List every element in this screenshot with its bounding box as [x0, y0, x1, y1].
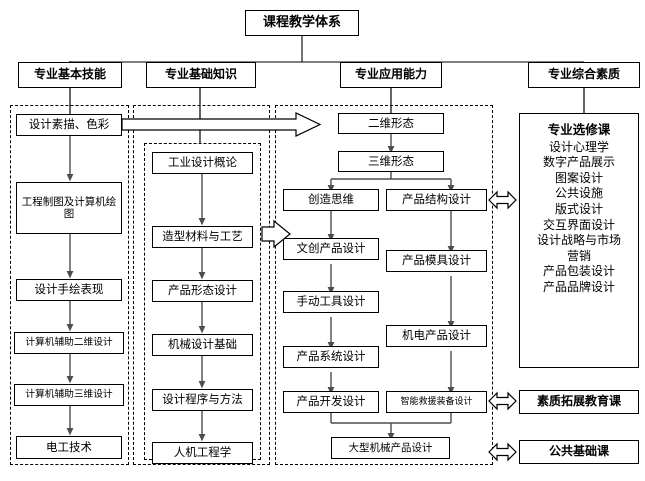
- node-ergonomics[interactable]: 人机工程学: [152, 442, 253, 464]
- elective-item: 版式设计: [554, 202, 603, 216]
- elective-item: 产品品牌设计: [542, 279, 615, 294]
- node-product-development-design[interactable]: 产品开发设计: [283, 391, 379, 413]
- node-modeling-materials-process[interactable]: 造型材料与工艺: [152, 226, 253, 248]
- elective-item: 数字产品展示: [542, 155, 615, 170]
- elective-item: 图案设计: [554, 170, 603, 185]
- elective-item: 设计战略与市场: [536, 233, 621, 248]
- node-design-handdrawing[interactable]: 设计手绘表现: [16, 279, 122, 301]
- node-product-mold-design[interactable]: 产品模具设计: [386, 250, 487, 272]
- elective-item: 设计心理学: [548, 139, 609, 154]
- node-3d-form[interactable]: 三维形态: [338, 151, 444, 172]
- node-product-structure-design[interactable]: 产品结构设计: [386, 189, 487, 211]
- double-arrow-1: [488, 190, 517, 210]
- column-header-comprehensive-quality[interactable]: 专业综合素质: [528, 62, 640, 88]
- group-basic-knowledge-outer: [133, 105, 270, 465]
- node-industrial-design-intro[interactable]: 工业设计概论: [152, 152, 253, 174]
- elective-item: 营销: [566, 248, 591, 263]
- node-smart-rescue-equipment-design[interactable]: 智能救援装备设计: [386, 391, 487, 413]
- elective-item: 交互界面设计: [542, 217, 615, 232]
- root-node[interactable]: 课程教学体系: [245, 10, 359, 36]
- elective-panel-title: 专业选修课: [547, 122, 611, 137]
- node-product-form-design[interactable]: 产品形态设计: [152, 280, 253, 302]
- double-arrow-3: [488, 442, 517, 462]
- node-quality-expansion-education-course[interactable]: 素质拓展教育课: [519, 390, 639, 414]
- node-cad-2d[interactable]: 计算机辅助二维设计: [14, 332, 124, 354]
- column-header-basic-knowledge[interactable]: 专业基础知识: [146, 62, 256, 88]
- node-mechanical-design-basics[interactable]: 机械设计基础: [152, 334, 253, 356]
- node-cultural-creative-product-design[interactable]: 文创产品设计: [283, 238, 379, 260]
- double-arrow-2: [488, 391, 517, 411]
- node-cad-3d[interactable]: 计算机辅助三维设计: [14, 384, 124, 406]
- node-design-sketch-color[interactable]: 设计素描、色彩: [16, 114, 122, 136]
- node-large-machinery-product-design[interactable]: 大型机械产品设计: [331, 437, 450, 459]
- group-applied-ability: [275, 105, 493, 465]
- elective-item: 产品包装设计: [542, 264, 615, 279]
- elective-item: 公共设施: [554, 186, 603, 201]
- column-header-basic-skills[interactable]: 专业基本技能: [18, 62, 122, 88]
- elective-course-panel[interactable]: 专业选修课 设计心理学 数字产品展示 图案设计 公共设施 版式设计 交互界面设计…: [519, 113, 639, 368]
- node-public-basic-course[interactable]: 公共基础课: [519, 440, 639, 464]
- node-electrical-technology[interactable]: 电工技术: [16, 436, 122, 459]
- column-header-applied-ability[interactable]: 专业应用能力: [340, 62, 442, 88]
- node-creative-thinking[interactable]: 创造思维: [283, 189, 379, 211]
- node-engineering-drawing-cad[interactable]: 工程制图及计算机绘图: [16, 182, 122, 234]
- node-2d-form[interactable]: 二维形态: [338, 113, 444, 134]
- node-electromechanical-product-design[interactable]: 机电产品设计: [386, 325, 487, 347]
- node-product-system-design[interactable]: 产品系统设计: [283, 346, 379, 368]
- node-hand-tool-design[interactable]: 手动工具设计: [283, 291, 379, 313]
- node-design-procedure-methods[interactable]: 设计程序与方法: [152, 389, 253, 411]
